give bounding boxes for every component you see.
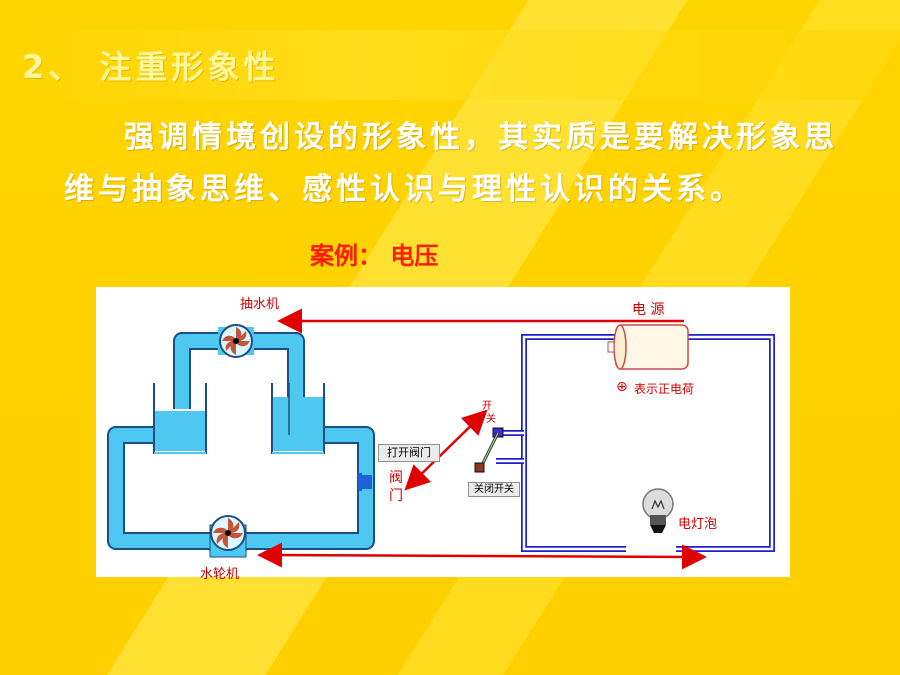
light-bulb-icon — [642, 488, 674, 533]
pump-fan-icon — [218, 324, 254, 358]
charge-symbol: ⊕ — [616, 379, 628, 395]
charge-label: 表示正电荷 — [634, 382, 695, 396]
valve-icon — [358, 473, 372, 491]
bulb-label: 电灯泡 — [678, 517, 718, 532]
open-valve-button[interactable]: 打开阀门 — [378, 444, 440, 462]
heading-band — [0, 30, 900, 100]
turbine-label: 水轮机 — [200, 567, 240, 582]
slide-paragraph: 强调情境创设的形象性，其实质是要解决形象思维与抽象思维、感性认识与理性认识的关系… — [64, 120, 838, 207]
analogy-diagram-panel: 抽水机 水轮机 阀 门 开 关 电 源 ⊕ 表示正电荷 电灯泡 打开阀门 关闭开… — [96, 287, 790, 582]
pump-label: 抽水机 — [240, 297, 280, 312]
flow-arrows — [257, 308, 707, 570]
switch-label-1: 开 — [482, 401, 492, 412]
case-label: 案例： 电压 — [310, 242, 439, 270]
valve-label-2: 门 — [389, 488, 403, 504]
battery-icon — [607, 324, 689, 370]
right-water-tank — [271, 383, 325, 454]
turbine-fan-icon — [209, 515, 247, 558]
left-water-tank — [153, 383, 207, 454]
switch-icon — [474, 427, 504, 473]
power-source-label: 电 源 — [632, 302, 665, 318]
analogy-diagram — [107, 308, 775, 570]
valve-label-1: 阀 — [389, 470, 403, 486]
slide-heading: 2、 注重形象性 — [22, 48, 280, 86]
close-switch-button[interactable]: 关闭开关 — [468, 482, 520, 497]
switch-label-2: 关 — [486, 414, 496, 425]
